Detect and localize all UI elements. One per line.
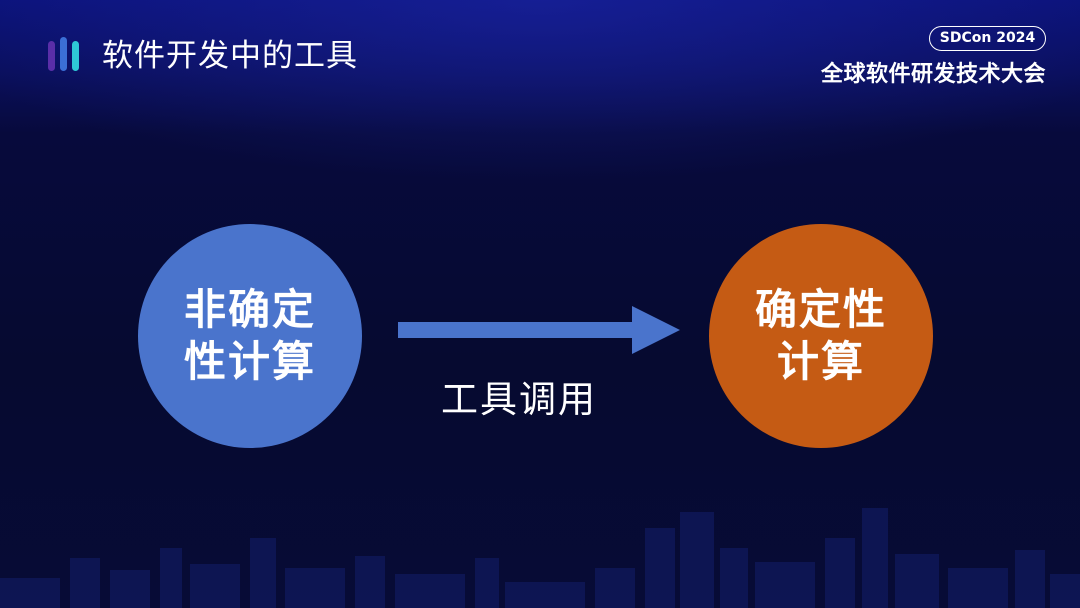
city-skyline-background [0, 508, 1080, 608]
arrow-head [632, 306, 680, 354]
right-node-label: 确定性计算 [754, 285, 887, 386]
tool-call-label: 工具调用 [441, 378, 597, 421]
right-arrow-icon [398, 306, 680, 354]
arrow-shaft [398, 322, 634, 338]
logo-bar-1 [48, 41, 55, 71]
left-node-label: 非确定性计算 [183, 285, 316, 386]
conference-name: 全球软件研发技术大会 [820, 62, 1046, 87]
logo-bar-3 [72, 41, 79, 71]
logo-bar-2 [60, 37, 67, 71]
conference-badge: SDCon 2024 [929, 26, 1046, 51]
bars-logo-icon [48, 37, 88, 71]
deterministic-computing-node: 确定性计算 [709, 224, 933, 448]
non-deterministic-computing-node: 非确定性计算 [138, 224, 362, 448]
page-title: 软件开发中的工具 [102, 38, 358, 74]
